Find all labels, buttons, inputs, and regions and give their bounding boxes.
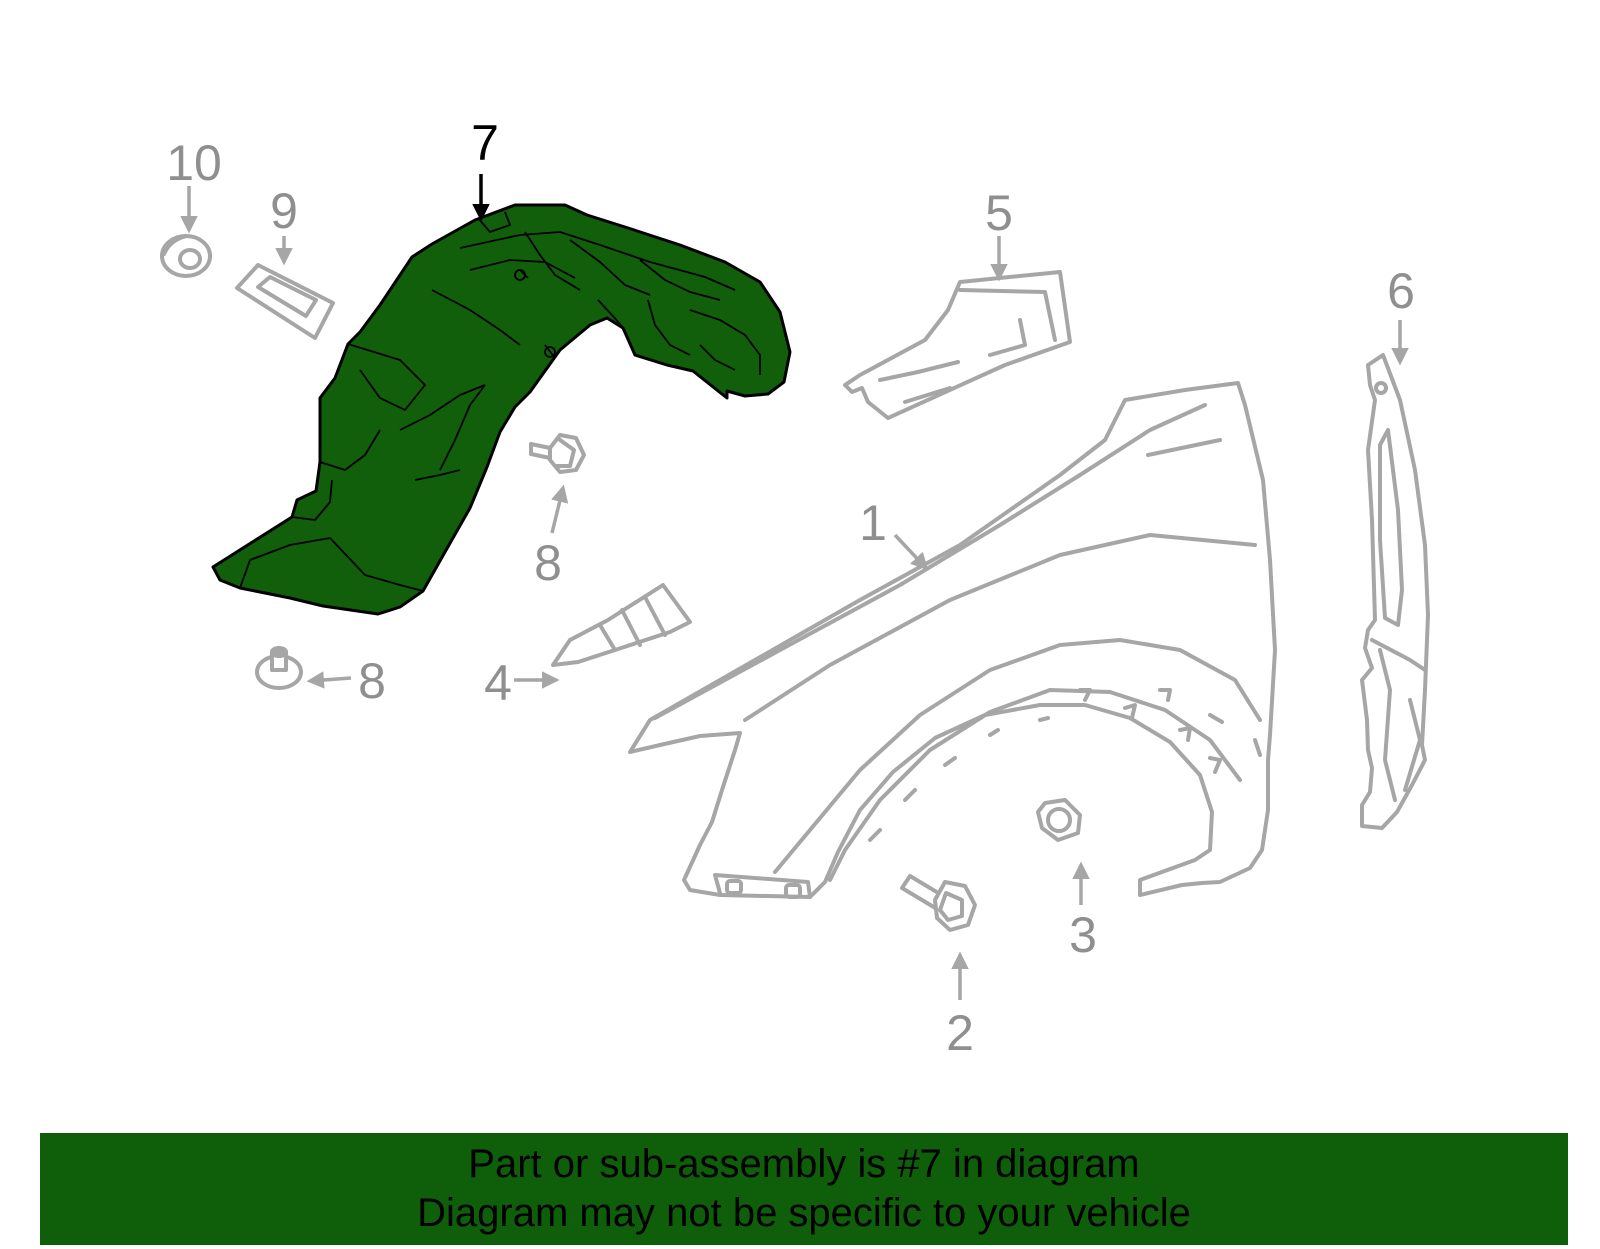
part-7-fender-liner[interactable] [211, 203, 792, 616]
part-5-bracket[interactable] [843, 270, 1072, 420]
callout-8-lower: 8 [358, 653, 386, 709]
callout-4: 4 [484, 655, 512, 711]
part-9-label[interactable] [235, 263, 335, 340]
callout-3: 3 [1069, 907, 1097, 963]
callout-1: 1 [859, 495, 887, 551]
part-8-clip-upper[interactable] [529, 433, 586, 474]
callout-6: 6 [1387, 263, 1415, 319]
callout-10: 10 [166, 135, 222, 191]
parts-diagram: 7 10 9 5 6 1 8 8 4 3 2 [160, 115, 1430, 1061]
part-10-grommet[interactable] [160, 234, 212, 278]
callout-8-upper: 8 [534, 535, 562, 591]
callout-5: 5 [985, 185, 1013, 241]
callout-2: 2 [946, 1005, 974, 1061]
banner-line-1: Part or sub-assembly is #7 in diagram [468, 1142, 1140, 1186]
part-3-nut[interactable] [1036, 798, 1082, 842]
part-8-clip-lower[interactable] [255, 646, 303, 690]
part-1-fender-panel[interactable] [628, 381, 1277, 899]
callout-leaders [180, 174, 1409, 1000]
callout-7: 7 [471, 115, 499, 171]
info-banner: Part or sub-assembly is #7 in diagram Di… [40, 1133, 1568, 1245]
part-4-insulator[interactable] [551, 583, 692, 667]
banner-line-2: Diagram may not be specific to your vehi… [417, 1191, 1191, 1235]
part-6-seal[interactable] [1360, 353, 1430, 830]
callout-9: 9 [270, 183, 298, 239]
part-2-bolt[interactable] [900, 874, 977, 932]
